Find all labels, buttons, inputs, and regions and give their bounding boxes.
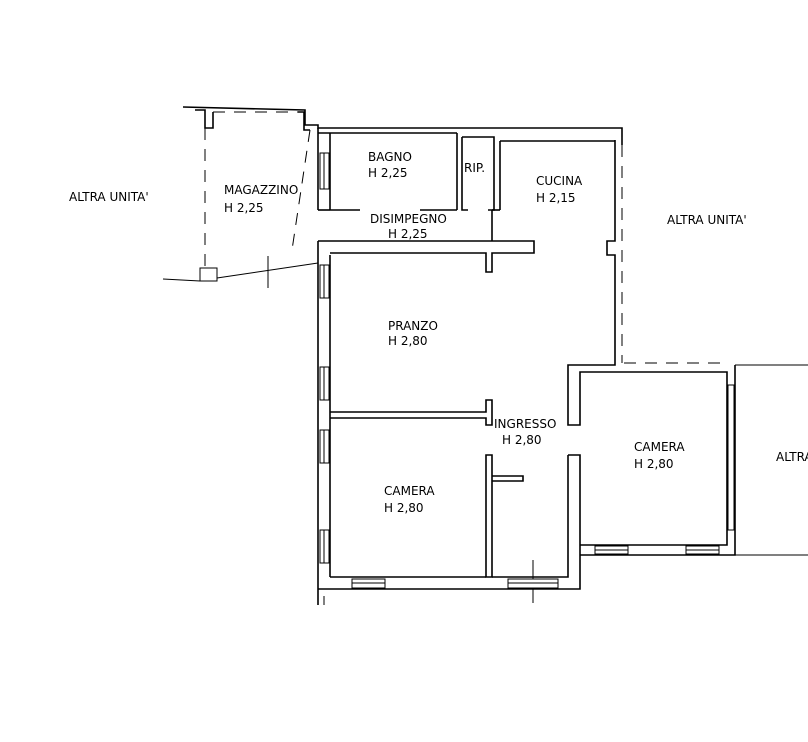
- pranzo-name: PRANZO: [388, 319, 438, 333]
- magazzino-name: MAGAZZINO: [224, 183, 298, 197]
- neighbor-right-bottom: ALTRA: [776, 450, 808, 464]
- camera-right-name: CAMERA: [634, 440, 685, 454]
- bagno-name: BAGNO: [368, 150, 412, 164]
- camera-left-name: CAMERA: [384, 484, 435, 498]
- dashed-boundaries: [204, 111, 736, 555]
- ingresso-name: INGRESSO: [494, 417, 556, 431]
- room-labels: BAGNO H 2,25 RIP. CUCINA H 2,15 MAGAZZIN…: [69, 150, 808, 515]
- outer-walls: [182, 106, 736, 605]
- window-camera-right-side: [727, 384, 735, 531]
- ingresso-height: H 2,80: [502, 433, 542, 447]
- neighbor-right-top: ALTRA UNITA': [667, 213, 747, 227]
- pranzo-height: H 2,80: [388, 334, 428, 348]
- disimpegno-height: H 2,25: [388, 227, 428, 241]
- camera-left-height: H 2,80: [384, 501, 424, 515]
- cucina-name: CUCINA: [536, 174, 583, 188]
- bagno-height: H 2,25: [368, 166, 408, 180]
- magazzino-height: H 2,25: [224, 201, 264, 215]
- rip-name: RIP.: [464, 161, 485, 175]
- neighbor-left: ALTRA UNITA': [69, 190, 149, 204]
- windows: [319, 152, 735, 589]
- disimpegno-name: DISIMPEGNO: [370, 212, 447, 226]
- cucina-height: H 2,15: [536, 191, 576, 205]
- interior-walls: [318, 133, 615, 578]
- camera-right-height: H 2,80: [634, 457, 674, 471]
